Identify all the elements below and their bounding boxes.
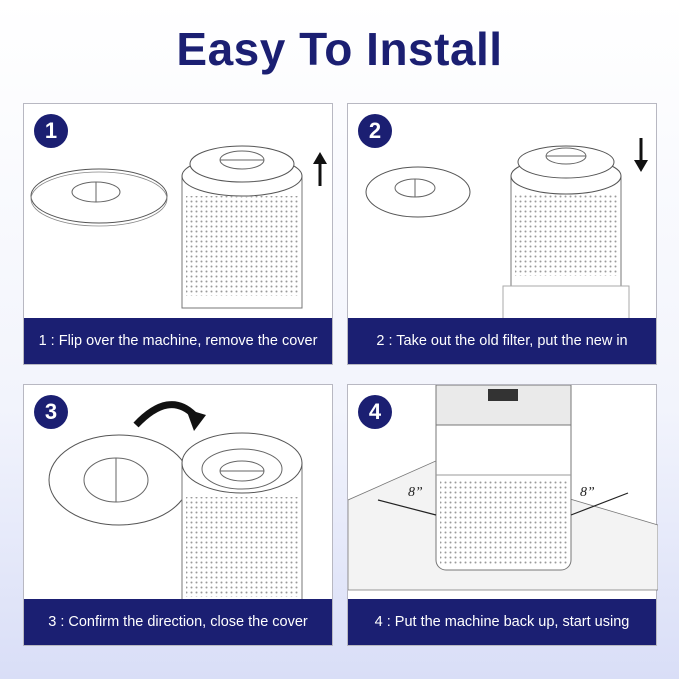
step-1-illustration [30, 145, 327, 309]
step-3-caption: 3 : Confirm the direction, close the cov… [24, 599, 332, 645]
step-3-illustration [48, 401, 303, 604]
step-4-panel: 8” 8” 4 4 : Put the machine back up, sta… [347, 384, 658, 646]
filter-mesh [186, 196, 298, 296]
step-2-badge: 2 [358, 114, 392, 148]
curved-arrow-icon [133, 401, 206, 431]
step-3-panel: 3 3 : Confirm the direction, close the c… [23, 384, 333, 646]
page-title: Easy To Install [176, 23, 503, 75]
step-3-badge: 3 [34, 395, 68, 429]
step-2-panel: 2 2 : Take out the old filter, put the n… [347, 103, 657, 365]
right-clearance-label: 8” [580, 485, 595, 500]
step-4-illustration [348, 385, 658, 591]
step-4-badge: 4 [358, 395, 392, 429]
arrow-down-icon [634, 138, 648, 172]
step-2-caption: 2 : Take out the old filter, put the new… [348, 318, 656, 364]
step-1-panel: 1 1 : Flip over the machine, remove the … [23, 103, 333, 365]
step-1-badge: 1 [34, 114, 68, 148]
step-1-caption: 1 : Flip over the machine, remove the co… [24, 318, 332, 364]
left-clearance-label: 8” [408, 485, 423, 500]
arrow-up-icon [313, 152, 327, 186]
step-4-caption: 4 : Put the machine back up, start using [348, 599, 656, 645]
step-2-illustration [365, 138, 648, 327]
